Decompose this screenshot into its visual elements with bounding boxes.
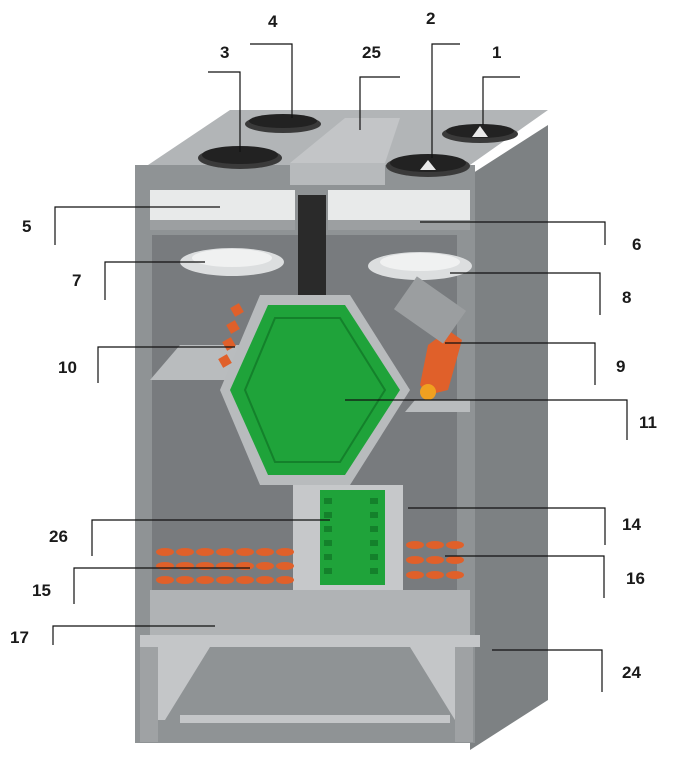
callout-15: 15	[32, 581, 51, 600]
callout-24: 24	[622, 663, 641, 682]
leader-lines	[52, 43, 628, 692]
callout-14: 14	[622, 515, 641, 534]
filter-right	[328, 190, 470, 220]
callout-26: 26	[49, 527, 68, 546]
shelf-right	[405, 400, 470, 412]
callout-1: 1	[492, 43, 501, 62]
callout-5: 5	[22, 217, 31, 236]
base-frame	[140, 635, 480, 647]
callout-4: 4	[268, 12, 278, 31]
callout-10: 10	[58, 358, 77, 377]
bottom-tray	[150, 590, 470, 635]
callout-9: 9	[616, 357, 625, 376]
callout-8: 8	[622, 288, 631, 307]
callout-17: 17	[10, 628, 29, 647]
callout-2: 2	[426, 9, 435, 28]
central-duct	[298, 195, 326, 300]
callout-6: 6	[632, 235, 641, 254]
callout-7: 7	[72, 271, 81, 290]
top-center-housing	[290, 118, 400, 163]
callout-16: 16	[626, 569, 645, 588]
callout-11: 11	[639, 413, 657, 432]
filter-left	[150, 190, 295, 220]
callout-3: 3	[220, 43, 229, 62]
callout-25: 25	[362, 43, 381, 62]
bypass-actuator	[420, 330, 462, 395]
heater-coil-right	[406, 541, 464, 579]
right-side-panel	[470, 125, 548, 750]
heater-coil-left	[156, 548, 294, 584]
